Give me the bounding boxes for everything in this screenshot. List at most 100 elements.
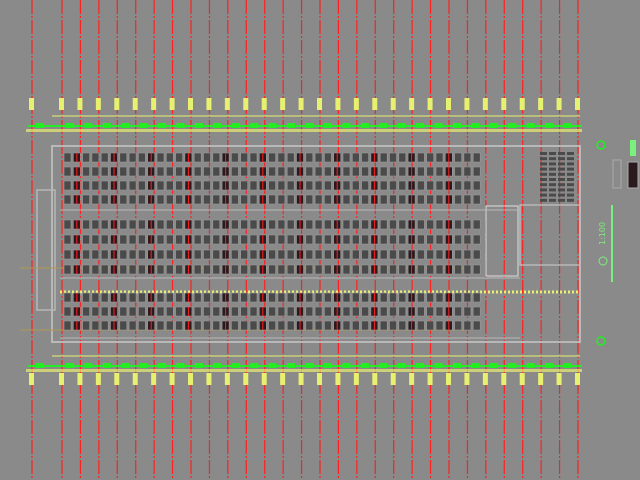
parking-stall bbox=[435, 249, 444, 260]
parking-stall bbox=[119, 292, 128, 303]
parking-stall bbox=[398, 306, 407, 317]
parking-stall bbox=[156, 292, 165, 303]
axis-label-bottom bbox=[519, 373, 525, 385]
axis-label-top bbox=[114, 98, 120, 110]
stall-small bbox=[540, 178, 547, 181]
dimension-text bbox=[121, 363, 130, 368]
dimension-text bbox=[545, 363, 554, 368]
axis-label-bottom bbox=[556, 373, 562, 385]
stall-small bbox=[549, 198, 556, 202]
dimension-text bbox=[176, 123, 185, 128]
parking-stall bbox=[305, 249, 314, 260]
parking-stall bbox=[426, 180, 435, 191]
parking-stall bbox=[286, 166, 295, 177]
stall-small bbox=[558, 162, 565, 166]
parking-stall bbox=[379, 194, 388, 205]
stall-small bbox=[549, 162, 556, 166]
dimension-text bbox=[158, 363, 167, 368]
dimension-text bbox=[360, 363, 369, 368]
parking-stall bbox=[119, 234, 128, 245]
parking-stall bbox=[286, 219, 295, 230]
parking-stall bbox=[277, 306, 286, 317]
stall-small bbox=[549, 152, 556, 155]
stall-small bbox=[549, 193, 556, 197]
dimension-text bbox=[397, 363, 406, 368]
axis-label-top bbox=[390, 98, 396, 110]
parking-stall bbox=[119, 249, 128, 260]
axis-label-bottom bbox=[59, 373, 64, 385]
parking-stall bbox=[82, 180, 90, 191]
dimension-text bbox=[66, 363, 74, 368]
parking-stall bbox=[454, 194, 462, 205]
parking-stall bbox=[100, 320, 109, 331]
parking-stall bbox=[268, 166, 276, 177]
parking-stall bbox=[324, 292, 332, 303]
parking-stall bbox=[463, 306, 472, 317]
parking-stall bbox=[231, 152, 239, 163]
parking-stall bbox=[100, 180, 109, 191]
stall-small bbox=[567, 178, 574, 181]
dimension-text bbox=[36, 123, 44, 128]
parking-stall bbox=[342, 306, 351, 317]
parking-stall bbox=[305, 292, 314, 303]
parking-stall bbox=[472, 219, 481, 230]
parking-stall bbox=[249, 180, 258, 191]
parking-stall bbox=[389, 166, 397, 177]
axis-label-bottom bbox=[95, 373, 101, 385]
parking-stall bbox=[175, 194, 183, 205]
parking-stall bbox=[389, 180, 397, 191]
stall-small bbox=[540, 162, 547, 166]
parking-stall bbox=[426, 264, 435, 275]
north-symbol bbox=[598, 256, 608, 266]
parking-stall bbox=[91, 234, 100, 245]
parking-stall bbox=[435, 320, 444, 331]
parking-stall bbox=[91, 166, 100, 177]
parking-stall bbox=[435, 264, 444, 275]
parking-stall bbox=[231, 219, 239, 230]
dimension-text bbox=[102, 363, 111, 368]
parking-stall bbox=[351, 194, 360, 205]
stall-small bbox=[549, 167, 556, 171]
axis-label-bottom bbox=[29, 373, 34, 385]
parking-stall bbox=[128, 306, 137, 317]
parking-stall bbox=[82, 320, 90, 331]
stall-small bbox=[549, 183, 556, 187]
dimension-text bbox=[36, 363, 44, 368]
parking-stall bbox=[426, 292, 435, 303]
parking-stall bbox=[379, 180, 388, 191]
parking-stall bbox=[277, 249, 286, 260]
parking-stall bbox=[398, 194, 407, 205]
parking-stall bbox=[91, 194, 100, 205]
parking-stall bbox=[166, 180, 174, 191]
parking-stall bbox=[314, 264, 323, 275]
dimension-text bbox=[453, 363, 461, 368]
parking-stall bbox=[212, 152, 221, 163]
stall-small bbox=[567, 152, 574, 155]
parking-stall bbox=[463, 194, 472, 205]
parking-stall bbox=[166, 234, 174, 245]
parking-stall bbox=[82, 306, 90, 317]
axis-label-bottom bbox=[77, 373, 83, 385]
parking-stall bbox=[268, 180, 276, 191]
parking-stall bbox=[203, 194, 211, 205]
parking-stall bbox=[342, 234, 351, 245]
parking-stall bbox=[156, 194, 165, 205]
axis-label-top bbox=[427, 98, 433, 110]
parking-stall bbox=[203, 166, 211, 177]
dimension-lines bbox=[26, 115, 582, 372]
parking-stall bbox=[212, 306, 221, 317]
parking-stall bbox=[175, 249, 183, 260]
parking-stall bbox=[417, 166, 425, 177]
parking-stall bbox=[398, 249, 407, 260]
parking-stall bbox=[138, 194, 146, 205]
parking-stall bbox=[175, 219, 183, 230]
parking-stall bbox=[277, 320, 286, 331]
dimension-text bbox=[231, 363, 240, 368]
parking-stall bbox=[379, 306, 388, 317]
parking-stall bbox=[175, 180, 183, 191]
parking-stall bbox=[193, 180, 202, 191]
parking-stall bbox=[82, 152, 90, 163]
dimension-text bbox=[268, 363, 277, 368]
parking-stall bbox=[426, 249, 435, 260]
